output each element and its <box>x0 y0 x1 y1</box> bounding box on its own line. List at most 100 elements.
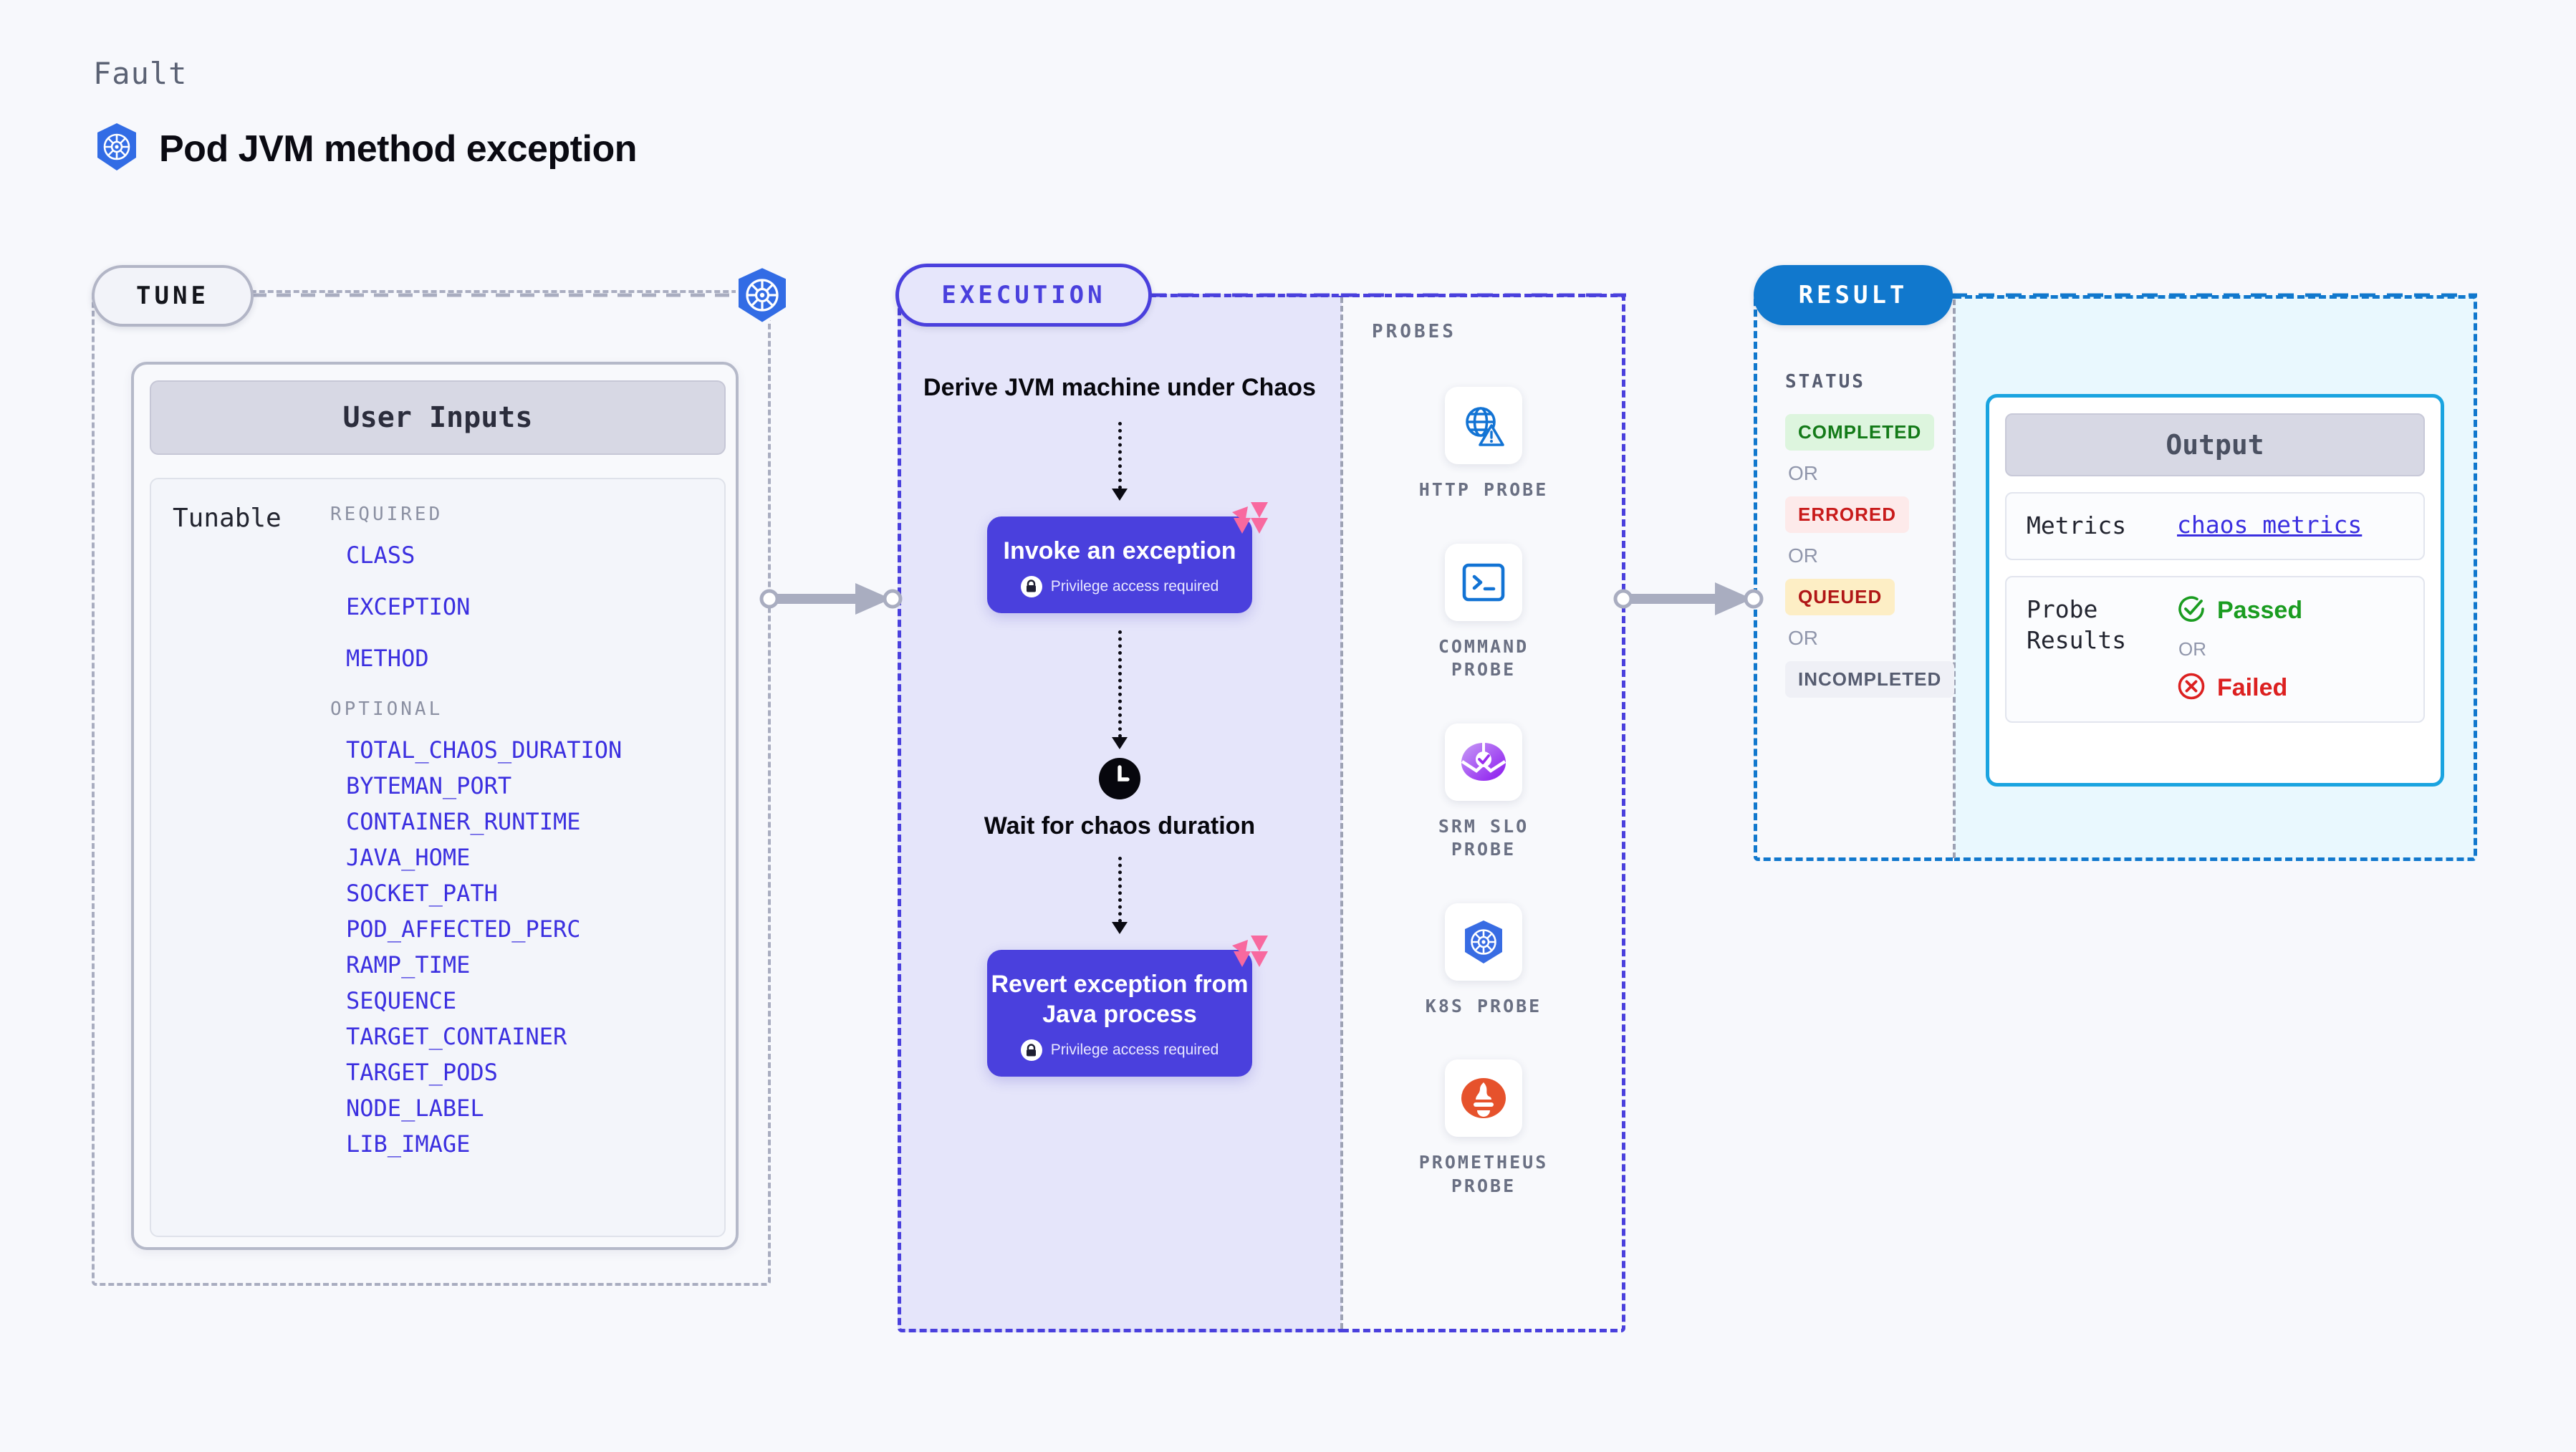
output-metrics-key: Metrics <box>2027 511 2127 539</box>
output-title: Output <box>2005 413 2425 476</box>
output-metrics-row: Metrics chaos metrics <box>2005 492 2425 560</box>
probe-label: PROMETHEUS PROBE <box>1418 1152 1549 1196</box>
check-circle-icon <box>2177 595 2206 627</box>
failed-label: Failed <box>2217 673 2288 701</box>
param-sequence[interactable]: SEQUENCE <box>346 987 457 1014</box>
flow-arrow-3 <box>1112 857 1128 935</box>
user-inputs-body: Tunable REQUIRED CLASS EXCEPTION METHOD … <box>150 478 726 1237</box>
required-params-list: CLASS EXCEPTION METHOD <box>330 544 724 670</box>
optional-group-label: OPTIONAL <box>330 698 443 720</box>
prometheus-icon <box>1445 1059 1522 1137</box>
flow-arrow-2 <box>1112 630 1128 749</box>
litmus-badge-icon <box>1229 499 1271 541</box>
page-title-row: Pod JVM method exception <box>93 122 637 176</box>
param-lib-image[interactable]: LIB_IMAGE <box>346 1130 471 1158</box>
execution-flow: Derive JVM machine under Chaos Invoke an… <box>898 372 1342 1077</box>
execution-pill-connector <box>1150 293 1626 297</box>
kubernetes-icon <box>93 122 140 176</box>
param-total-chaos-duration[interactable]: TOTAL_CHAOS_DURATION <box>346 736 623 764</box>
probe-label: COMMAND PROBE <box>1438 635 1529 681</box>
probes-list: HTTP PROBE COMMAND PROBE <box>1342 387 1625 1239</box>
globe-warning-icon <box>1445 387 1522 464</box>
param-java-home[interactable]: JAVA_HOME <box>346 844 471 871</box>
invoke-exception-title: Invoke an exception <box>1003 537 1236 564</box>
x-circle-icon <box>2177 672 2206 704</box>
probe-label: K8S PROBE <box>1425 995 1542 1016</box>
result-pill-connector <box>1951 293 2477 297</box>
user-inputs-card: User Inputs Tunable REQUIRED CLASS EXCEP… <box>131 362 739 1250</box>
lock-icon <box>1020 1039 1042 1062</box>
revert-exception-note: Privilege access required <box>1050 1042 1219 1059</box>
flow-arrow-1 <box>1112 421 1128 501</box>
tune-to-k8s-connector <box>252 293 734 297</box>
probe-http[interactable]: HTTP PROBE <box>1342 387 1625 502</box>
result-pill[interactable]: RESULT <box>1754 265 1953 325</box>
result-output-divider <box>1953 299 1956 858</box>
probe-result-failed: Failed <box>2177 672 2302 704</box>
execution-to-result-arrow <box>1613 582 1764 615</box>
tune-pill[interactable]: TUNE <box>92 265 254 327</box>
status-badge-completed: COMPLETED <box>1785 414 1935 451</box>
param-container-runtime[interactable]: CONTAINER_RUNTIME <box>346 808 581 835</box>
output-probe-results-key: Probe Results <box>2027 595 2127 654</box>
status-badge-incompleted: INCOMPLETED <box>1785 661 1955 698</box>
kubernetes-icon <box>1445 903 1522 981</box>
probe-result-passed: Passed <box>2177 595 2302 627</box>
revert-exception-step[interactable]: Revert exception from Java process Privi… <box>987 936 1268 1077</box>
tunable-params: REQUIRED CLASS EXCEPTION METHOD OPTIONAL… <box>330 504 724 1236</box>
result-zone <box>1754 295 1954 861</box>
required-group-label: REQUIRED <box>330 504 443 525</box>
param-target-pods[interactable]: TARGET_PODS <box>346 1059 498 1086</box>
param-class[interactable]: CLASS <box>346 542 415 569</box>
status-or-3: OR <box>1788 627 1818 649</box>
status-list: COMPLETED OR ERRORED OR QUEUED OR INCOMP… <box>1785 414 1964 698</box>
tunable-label: Tunable <box>173 504 282 533</box>
output-probe-results-row: Probe Results Passed OR <box>2005 575 2425 723</box>
status-or-1: OR <box>1788 462 1818 484</box>
param-socket-path[interactable]: SOCKET_PATH <box>346 880 498 907</box>
revert-exception-title: Revert exception from Java process <box>991 971 1249 1028</box>
probes-section-label: PROBES <box>1372 321 1456 342</box>
derive-jvm-step: Derive JVM machine under Chaos <box>923 374 1316 401</box>
invoke-exception-note: Privilege access required <box>1050 577 1219 595</box>
litmus-badge-icon <box>1229 933 1271 974</box>
probe-k8s[interactable]: K8S PROBE <box>1342 903 1625 1019</box>
tune-zone <box>92 290 771 1286</box>
param-node-label[interactable]: NODE_LABEL <box>346 1095 484 1122</box>
param-target-container[interactable]: TARGET_CONTAINER <box>346 1023 567 1050</box>
probe-result-values: Passed OR Failed <box>2177 595 2302 704</box>
page-title: Pod JVM method exception <box>159 128 637 170</box>
terminal-icon <box>1445 543 1522 621</box>
user-inputs-title: User Inputs <box>150 380 726 455</box>
param-pod-affected-perc[interactable]: POD_AFFECTED_PERC <box>346 915 581 943</box>
optional-params-list: TOTAL_CHAOS_DURATION BYTEMAN_PORT CONTAI… <box>330 739 724 1155</box>
output-card: Output Metrics chaos metrics Probe Resul… <box>1986 394 2444 787</box>
page-kicker: Fault <box>93 56 188 91</box>
execution-probes-divider <box>1340 297 1343 1329</box>
invoke-exception-step[interactable]: Invoke an exception Privilege access req… <box>987 501 1268 613</box>
kubernetes-badge-icon <box>731 264 794 327</box>
probe-label: SRM SLO PROBE <box>1438 815 1529 860</box>
srm-slo-icon <box>1445 723 1522 801</box>
param-method[interactable]: METHOD <box>346 645 429 672</box>
probe-srm-slo[interactable]: SRM SLO PROBE <box>1342 723 1625 862</box>
probe-prometheus[interactable]: PROMETHEUS PROBE <box>1342 1059 1625 1198</box>
status-section-label: STATUS <box>1785 371 1865 393</box>
param-exception[interactable]: EXCEPTION <box>346 593 471 620</box>
probe-command[interactable]: COMMAND PROBE <box>1342 543 1625 682</box>
revert-exception-note-row: Privilege access required <box>987 1039 1252 1062</box>
probe-label: HTTP PROBE <box>1418 479 1549 500</box>
invoke-exception-note-row: Privilege access required <box>987 575 1252 597</box>
status-or-2: OR <box>1788 544 1818 567</box>
param-ramp-time[interactable]: RAMP_TIME <box>346 951 471 979</box>
chaos-metrics-link[interactable]: chaos metrics <box>2177 511 2363 539</box>
status-badge-queued: QUEUED <box>1785 579 1895 615</box>
lock-icon <box>1020 575 1042 597</box>
probe-result-or: OR <box>2178 638 2206 660</box>
param-byteman-port[interactable]: BYTEMAN_PORT <box>346 772 512 799</box>
probes-zone <box>1342 294 1625 1332</box>
execution-pill[interactable]: EXECUTION <box>895 264 1152 327</box>
status-badge-errored: ERRORED <box>1785 496 1910 533</box>
clock-icon <box>1099 757 1140 799</box>
